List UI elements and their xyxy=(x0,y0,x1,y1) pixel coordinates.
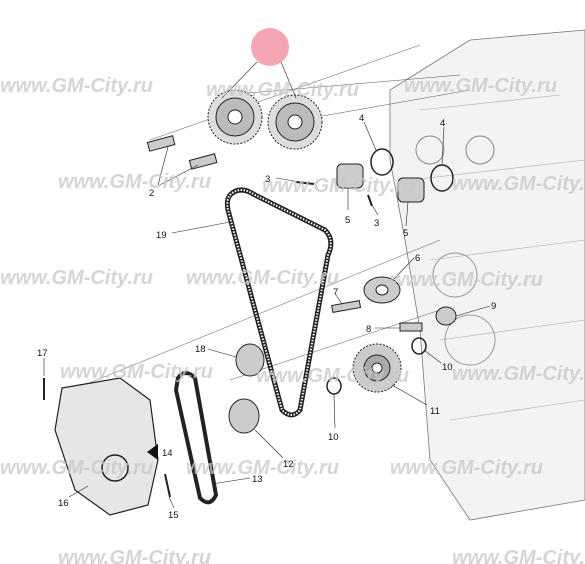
callout-10: 10 xyxy=(328,432,339,443)
seal-ring xyxy=(370,148,454,192)
svg-text:www.GM-City.ru: www.GM-City.ru xyxy=(186,457,339,479)
camshaft-position-sensor xyxy=(336,163,425,203)
highlight-marker xyxy=(251,28,289,66)
svg-text:www.GM-City.ru: www.GM-City.ru xyxy=(390,457,543,479)
svg-text:www.GM-City.ru: www.GM-City.ru xyxy=(262,175,415,197)
svg-text:www.GM-City.ru: www.GM-City.ru xyxy=(452,173,585,195)
svg-text:www.GM-City.ru: www.GM-City.ru xyxy=(0,75,153,97)
svg-text:www.GM-City.ru: www.GM-City.ru xyxy=(404,75,557,97)
oil-pump-sprocket xyxy=(228,398,260,434)
callout-19: 19 xyxy=(156,230,167,241)
callout-15: 15 xyxy=(168,510,179,521)
belt-tensioner xyxy=(363,276,401,304)
idler-bolt xyxy=(399,322,423,332)
callout-7: 7 xyxy=(333,287,338,298)
svg-text:www.GM-City.ru: www.GM-City.ru xyxy=(0,267,153,289)
svg-text:www.GM-City.ru: www.GM-City.ru xyxy=(452,363,585,385)
callout-4: 4 xyxy=(359,113,364,124)
svg-text:www.GM-City.ru: www.GM-City.ru xyxy=(60,361,213,383)
callout-9: 9 xyxy=(491,301,496,312)
svg-text:www.GM-City.ru: www.GM-City.ru xyxy=(58,171,211,193)
idler-pulley xyxy=(435,306,457,326)
cover-seal xyxy=(101,454,129,482)
washer xyxy=(411,337,427,355)
svg-text:www.GM-City.ru: www.GM-City.ru xyxy=(186,267,339,289)
guide-pulley xyxy=(235,343,265,377)
svg-text:www.GM-City.ru: www.GM-City.ru xyxy=(390,269,543,291)
callout-4: 4 xyxy=(440,118,445,129)
callout-5: 5 xyxy=(345,215,350,226)
callout-18: 18 xyxy=(195,344,206,355)
callout-2: 2 xyxy=(149,188,154,199)
callout-13: 13 xyxy=(252,474,263,485)
engine-block xyxy=(389,29,585,521)
callout-3: 3 xyxy=(374,218,379,229)
watermarks: www.GM-City.ru www.GM-City.ru www.GM-Cit… xyxy=(0,75,585,564)
callout-8: 8 xyxy=(366,324,371,335)
svg-text:www.GM-City.ru: www.GM-City.ru xyxy=(256,365,409,387)
crankshaft-sprocket xyxy=(352,343,402,393)
callout-17: 17 xyxy=(37,348,48,359)
svg-text:www.GM-City.ru: www.GM-City.ru xyxy=(58,547,211,564)
leader-lines xyxy=(43,61,491,509)
svg-text:www.GM-City.ru: www.GM-City.ru xyxy=(206,79,359,101)
callout-10: 10 xyxy=(442,362,453,373)
svg-text:www.GM-City.ru: www.GM-City.ru xyxy=(452,547,585,564)
callout-11: 11 xyxy=(430,406,440,417)
callout-12: 12 xyxy=(283,459,294,470)
direction-arrow-icon xyxy=(147,444,158,460)
tensioner-bolt xyxy=(331,300,362,313)
timing-cover xyxy=(54,377,159,516)
sprocket-bolt xyxy=(146,135,218,170)
camshaft-sprocket-right xyxy=(267,94,323,150)
callout-3: 3 xyxy=(265,174,270,185)
timing-belt xyxy=(224,187,334,418)
callout-6: 6 xyxy=(415,253,420,264)
alignment-lines xyxy=(59,44,471,396)
dowel-pin xyxy=(164,473,171,498)
callout-5: 5 xyxy=(403,228,408,239)
callout-labels: 2 3 3 4 4 5 5 6 7 8 9 10 10 11 12 13 14 … xyxy=(37,113,496,521)
svg-text:www.GM-City.ru: www.GM-City.ru xyxy=(0,457,153,479)
callout-16: 16 xyxy=(58,498,69,509)
callout-14: 14 xyxy=(162,448,173,459)
camshaft-sprocket-left xyxy=(207,89,263,145)
auxiliary-belt xyxy=(173,371,219,505)
